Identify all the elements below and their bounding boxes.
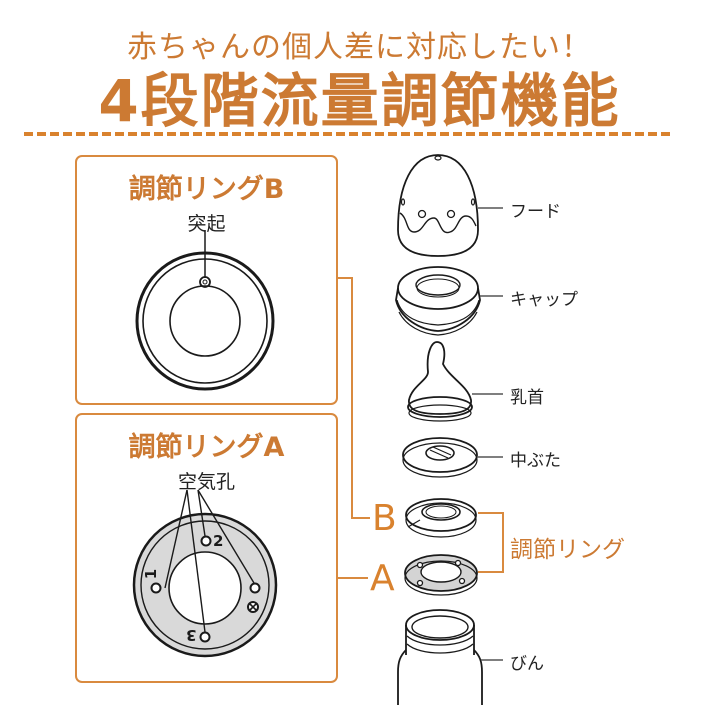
letter-a: A [370,558,395,599]
label-nipple: 乳首 [510,388,544,408]
air-hole-1 [150,582,162,594]
protrusion-icon [199,276,211,288]
label-bottle: びん [510,654,544,674]
hole-number-1: 1 [142,568,161,580]
hood-illustration [397,154,479,257]
ring-bracket [478,512,504,573]
ring-a-title: 調節リングA [128,432,285,463]
hole-number-2: 2 [213,532,224,550]
air-hole-3 [199,631,211,643]
page-title: 4段階流量調節機能 [98,67,621,135]
cap-illustration [395,266,481,336]
ring-a-illustration [132,489,278,658]
ring-b-side-illustration [405,498,477,538]
nipple-illustration [407,341,473,422]
letter-b: B [372,498,397,539]
ring-b-title: 調節リングB [128,174,285,205]
inner-lid-illustration [402,437,478,478]
label-inner-lid: 中ぶた [510,451,561,471]
label-cap: キャップ [510,290,578,310]
ring-group-label: 調節リング [510,537,625,563]
hole-number-3: 3 [186,626,197,644]
exploded-view [395,154,483,705]
air-hole-2 [200,535,212,547]
ring-a-side-illustration [404,554,478,596]
connector-lines [336,277,504,579]
part-leader-lines [472,207,503,661]
ring-a-callout-label: 空気孔 [177,471,235,493]
bottle-illustration [397,609,483,705]
air-hole-x [249,582,261,594]
label-hood: フード [510,202,561,222]
ring-b-illustration [135,230,275,391]
ring-b-callout-label: 突起 [187,213,226,235]
subtitle: 赤ちゃんの個人差に対応したい！ [127,30,592,65]
